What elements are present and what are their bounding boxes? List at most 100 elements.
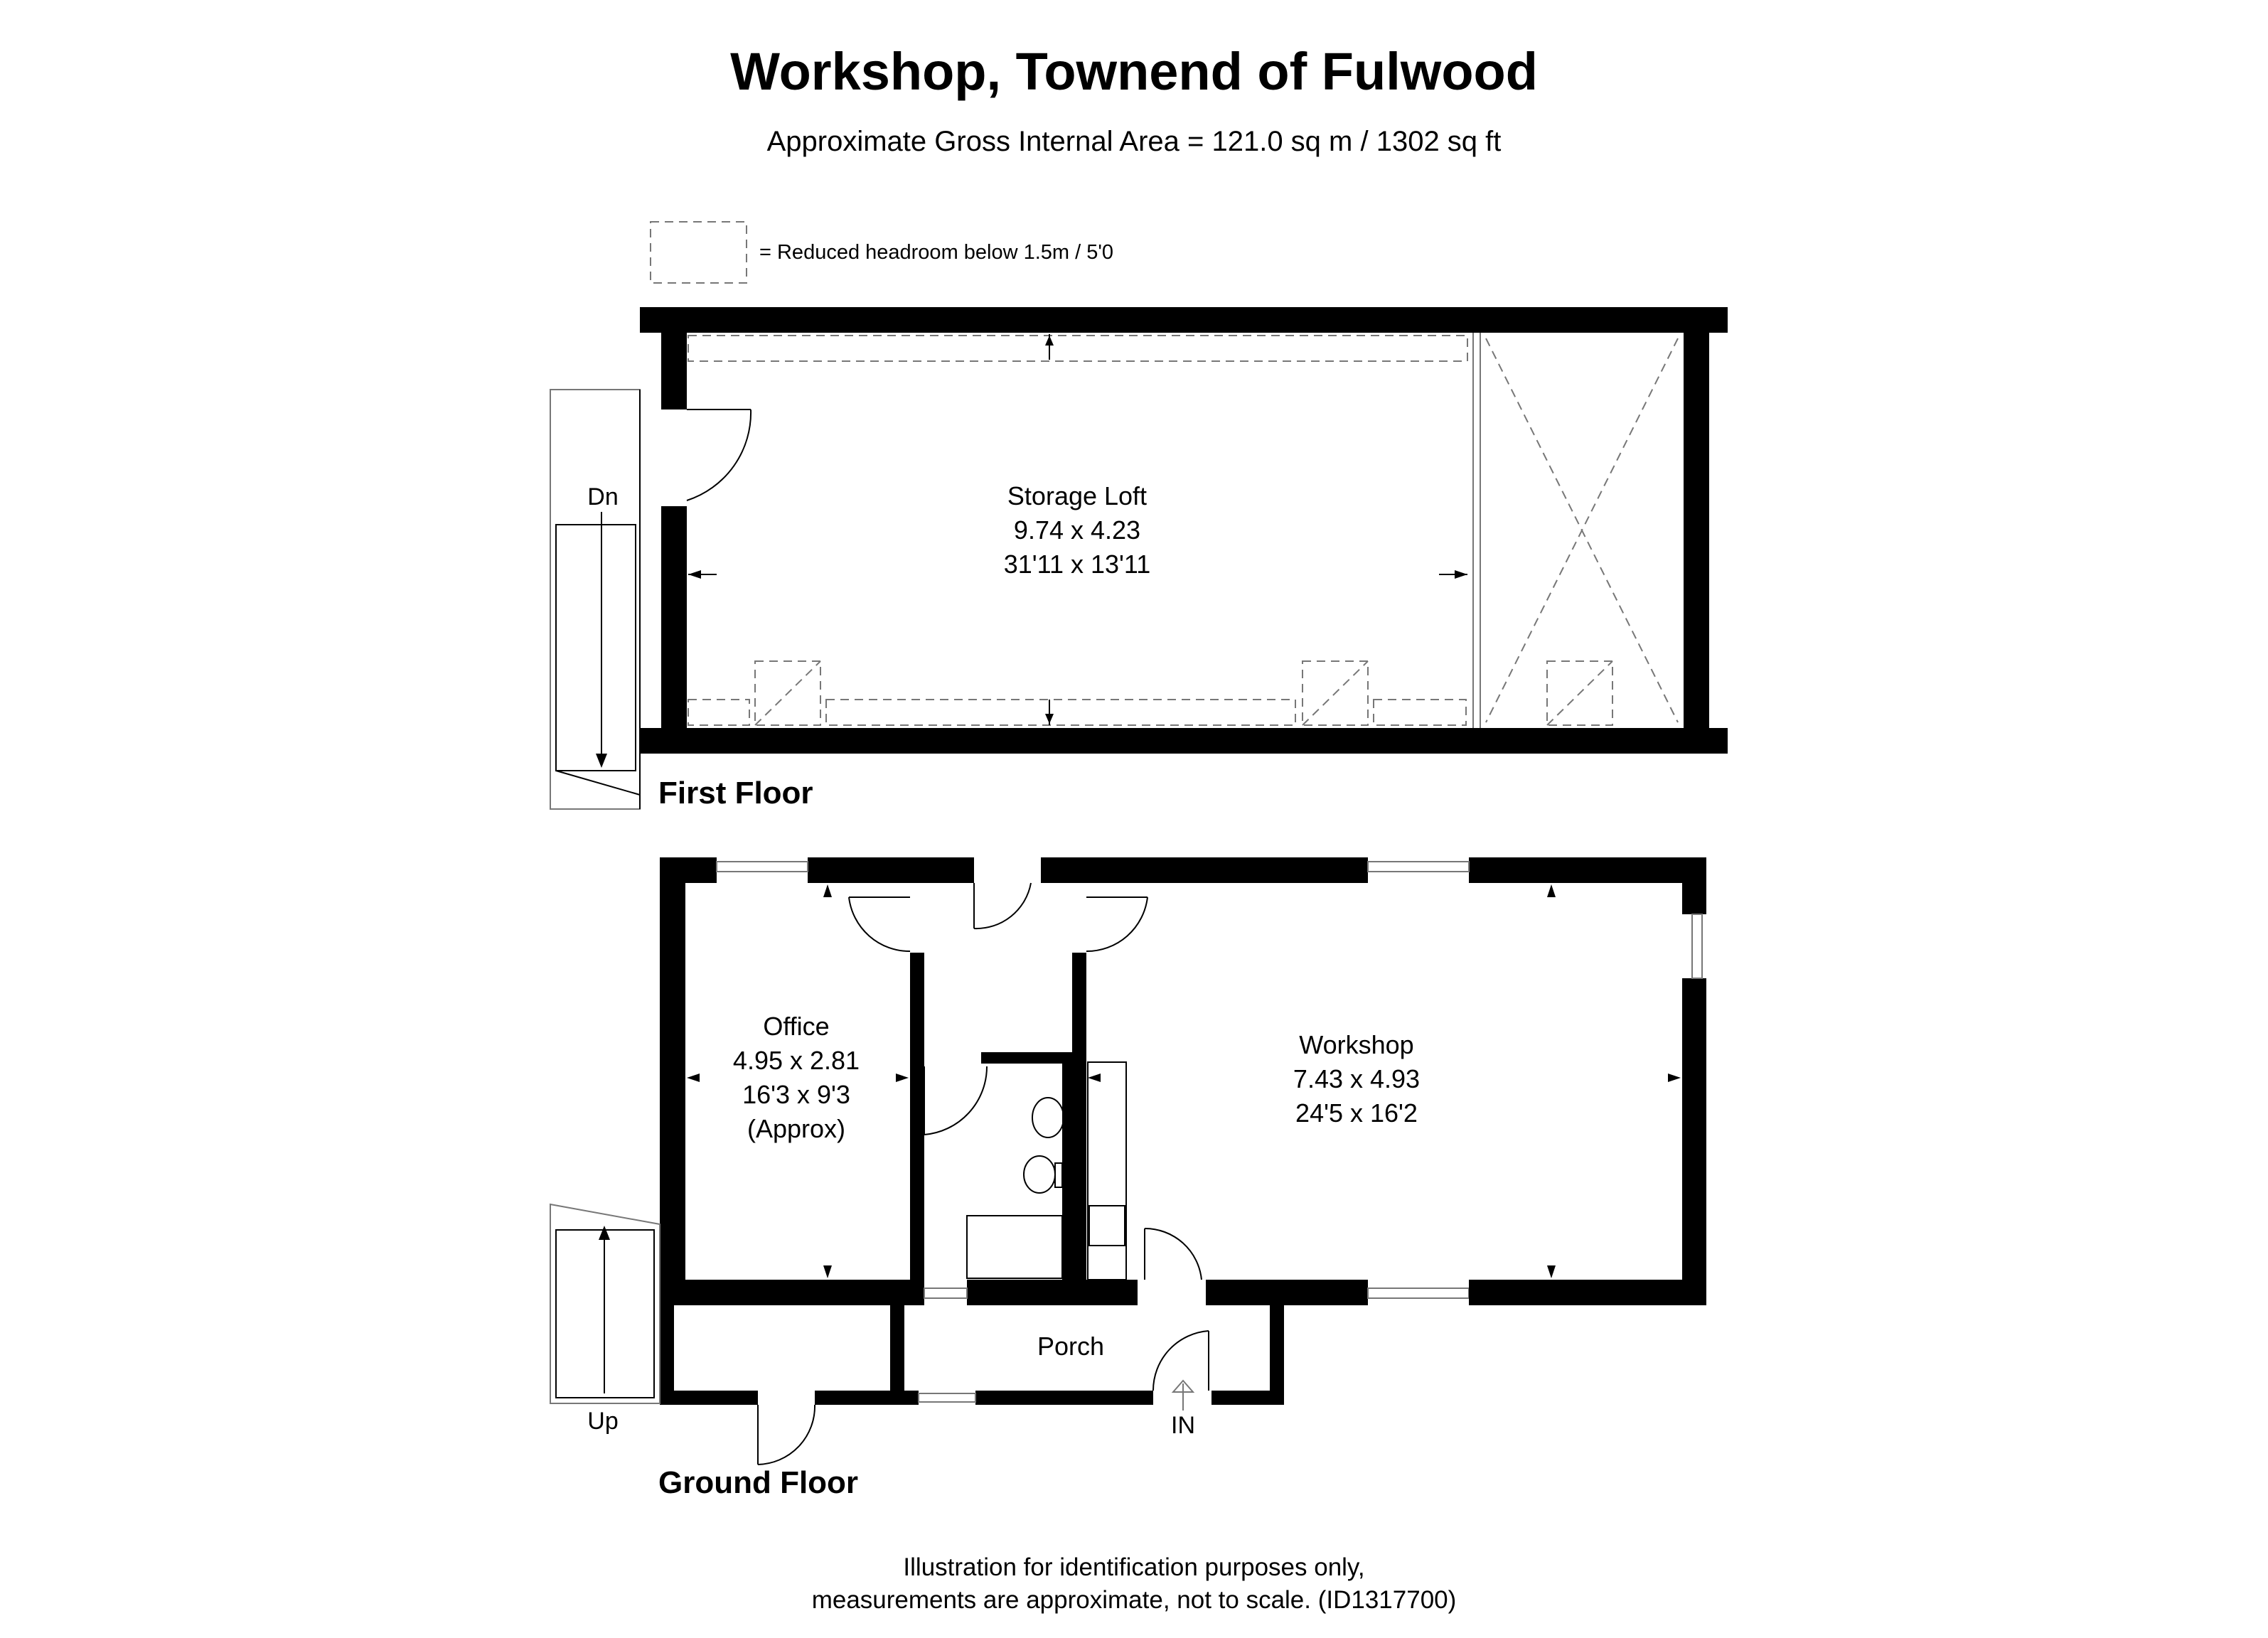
gross-area-subtitle: Approximate Gross Internal Area = 121.0 …	[767, 126, 1502, 157]
reduced-headroom-area	[754, 660, 821, 726]
door-swing	[757, 1404, 816, 1465]
room-metric: 4.95 x 2.81	[733, 1046, 860, 1075]
reduced-headroom-area	[1373, 699, 1467, 726]
ground-floor-top-wall	[808, 857, 974, 883]
wc-wall	[981, 1052, 1072, 1064]
sink-icon	[1088, 1205, 1125, 1246]
first-floor-left-wall-upper	[661, 333, 687, 410]
stair-outline	[550, 389, 641, 810]
door-swing	[1086, 896, 1148, 953]
workshop-bottom-wall	[1206, 1280, 1368, 1305]
door-swing	[848, 896, 911, 953]
store-right-wall	[890, 1305, 904, 1402]
first-floor-bottom-wall	[640, 728, 1728, 754]
room-imperial: 16'3 x 9'3	[742, 1080, 850, 1109]
stair-landing	[555, 770, 641, 796]
door-swing	[973, 882, 1032, 930]
worktop	[1087, 1061, 1127, 1280]
room-name: Porch	[1037, 1332, 1104, 1361]
dimension-arrow-icon	[896, 1074, 909, 1082]
porch-bottom-wall	[975, 1391, 1153, 1405]
reduced-headroom-area	[688, 699, 750, 726]
ground-floor-top-wall	[660, 857, 717, 883]
window	[1367, 1288, 1470, 1299]
store-left-wall	[660, 1305, 674, 1402]
window	[924, 1288, 968, 1299]
reduced-headroom-area	[1302, 660, 1369, 726]
store-bottom-wall	[660, 1391, 758, 1405]
door-swing	[1144, 1227, 1202, 1280]
stairs-label-up: Up	[587, 1408, 618, 1435]
first-floor-left-wall-lower	[661, 506, 687, 728]
reduced-headroom-swatch	[650, 221, 747, 284]
ground-floor-left-wall	[660, 883, 685, 1281]
office-bottom-wall	[660, 1280, 924, 1305]
reduced-headroom-diagonal	[1546, 660, 1613, 726]
room-imperial: 31'11 x 13'11	[1004, 550, 1151, 579]
dimension-arrow-icon	[1088, 1074, 1101, 1082]
dimension-arrow-icon	[1547, 884, 1556, 897]
dimension-arrow-icon	[1455, 570, 1467, 579]
dimension-arrow-icon	[1668, 1074, 1681, 1082]
porch-right-wall	[1270, 1305, 1284, 1405]
floor-label: Ground Floor	[658, 1465, 858, 1500]
reduced-headroom-area	[1546, 660, 1613, 726]
reduced-headroom-area	[688, 335, 1468, 362]
entrance-label: IN	[1171, 1412, 1195, 1439]
toilet-icon	[1023, 1155, 1056, 1194]
window	[918, 1393, 976, 1403]
workshop-bottom-wall	[1469, 1280, 1706, 1305]
room-imperial: 24'5 x 16'2	[1295, 1098, 1418, 1128]
store-bottom-wall	[815, 1391, 904, 1405]
workshop-partition-wall	[1072, 953, 1086, 1283]
wc-bottom-wall	[967, 1280, 1138, 1305]
reduced-headroom-area	[825, 699, 1296, 726]
room-metric: 7.43 x 4.93	[1293, 1064, 1420, 1093]
door-swing	[924, 1066, 988, 1135]
room-name: Office	[763, 1012, 829, 1041]
ground-floor-right-wall	[1682, 978, 1706, 1305]
page-title: Workshop, Townend of Fulwood	[730, 42, 1538, 101]
first-floor-right-wall	[1684, 333, 1709, 728]
disclaimer-line-2: measurements are approximate, not to sca…	[812, 1586, 1457, 1614]
window	[1367, 861, 1470, 872]
dimension-arrow-icon	[823, 884, 832, 897]
void-cross-line	[1485, 338, 1679, 723]
stair-direction-arrow-icon	[599, 1226, 610, 1240]
ground-floor-top-wall	[1041, 857, 1368, 883]
stair-flight	[555, 524, 636, 771]
stairs-label-dn: Dn	[587, 483, 618, 510]
room-metric: 9.74 x 4.23	[1014, 515, 1140, 545]
dimension-arrow-icon	[687, 1074, 700, 1082]
room-name: Storage Loft	[1007, 481, 1147, 510]
window	[1691, 914, 1703, 979]
dimension-arrow-icon	[688, 570, 701, 579]
first-floor-top-wall	[640, 307, 1728, 333]
ground-floor-plan: Up IN Office 4.95 x 2.81 16'3 x 9'3 (App…	[550, 857, 1706, 1500]
entrance-arrow-icon	[1171, 1379, 1195, 1393]
basin-icon	[1032, 1097, 1064, 1138]
room-name: Workshop	[1299, 1030, 1413, 1059]
shower-tray	[966, 1215, 1063, 1279]
porch-bottom-wall	[1211, 1391, 1284, 1405]
office-partition-wall	[910, 953, 924, 1298]
loft-door-swing	[686, 409, 752, 501]
room-note: (Approx)	[747, 1114, 845, 1143]
first-floor-plan: Dn Storage Loft 9.74 x 4.23 31'11 x 13'1…	[550, 307, 1728, 810]
reduced-headroom-diagonal	[754, 660, 821, 726]
dimension-arrow-icon	[1045, 336, 1054, 346]
floor-label: First Floor	[658, 776, 813, 810]
wc-wall	[1062, 1052, 1074, 1280]
porch-bottom-wall	[904, 1391, 919, 1405]
dimension-arrow-icon	[823, 1265, 832, 1278]
first-floor-stairs	[550, 389, 641, 810]
window	[716, 861, 808, 872]
door-swing	[1152, 1330, 1209, 1391]
stair-direction-arrow-icon	[596, 754, 607, 768]
dimension-arrow-icon	[1045, 714, 1054, 724]
legend: = Reduced headroom below 1.5m / 5'0	[650, 221, 1113, 284]
toilet-cistern	[1054, 1162, 1063, 1188]
ground-floor-right-wall	[1682, 857, 1706, 914]
legend-text: = Reduced headroom below 1.5m / 5'0	[759, 241, 1113, 264]
